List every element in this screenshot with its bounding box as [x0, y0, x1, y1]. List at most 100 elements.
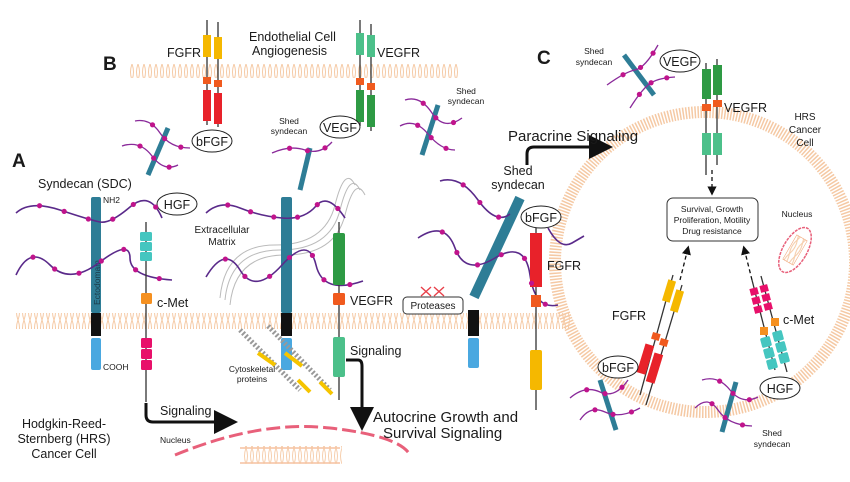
hs-chain-dot: [637, 64, 644, 71]
hs-chain-dot: [619, 384, 625, 390]
shed-syndecan-label-b1: Shed: [279, 116, 299, 126]
endothelial-title-1: Endothelial Cell: [249, 30, 336, 44]
hgf-label-c: HGF: [767, 382, 794, 396]
hs-chain-a5: [439, 179, 511, 219]
hs-chain-dot: [242, 273, 248, 279]
nuclear-envelope-a: [174, 425, 412, 457]
hs-chain-dot: [151, 155, 157, 161]
hs-chain-dot: [415, 122, 421, 128]
hs-chain-dot: [153, 204, 159, 210]
hs-chain-dot: [730, 390, 736, 396]
hs-chain-dot: [322, 145, 328, 151]
shed-syndecan-label-b1b: syndecan: [271, 126, 308, 136]
hs-chain-dot: [717, 378, 723, 384]
hs-chain-a6: [417, 230, 559, 307]
hs-chain-dot: [709, 401, 715, 407]
cmet-label-a: c-Met: [157, 296, 189, 310]
hrs-membrane-a: [15, 313, 570, 329]
hgf-ligand-a: [156, 192, 198, 216]
syndecan-sdc-label: Syndecan (SDC): [38, 177, 132, 191]
bfgf-label-a: bFGF: [525, 211, 557, 225]
hs-chain-dot: [222, 256, 228, 262]
paracrine-label: Paracrine Signaling: [508, 128, 638, 145]
shed-syndecan-label-b2b: syndecan: [448, 96, 485, 106]
hs-chain-dot: [110, 216, 116, 222]
hs-chain-dot: [162, 136, 168, 142]
fgfr-dimer-c: [636, 274, 685, 406]
hs-chain-dot: [610, 411, 616, 418]
hs-chain-dot: [166, 164, 172, 170]
hs-chain-dot: [584, 387, 590, 393]
ecm-label-2: Matrix: [208, 237, 235, 248]
syndecan-a1: [91, 197, 101, 370]
hs-chain-dot: [61, 208, 67, 214]
hs-chain-dot: [620, 72, 626, 78]
hs-chain-dot: [443, 145, 449, 151]
hs-chain-dot: [664, 75, 670, 81]
hs-chain-dot: [602, 391, 608, 397]
hs-chain-dot: [98, 258, 104, 264]
hs-chain-dot: [347, 281, 353, 288]
shed-syndecan-label-c1: Shed: [584, 46, 604, 56]
dashed-arrow-fgfr: [679, 245, 691, 281]
cooh-label: COOH: [103, 362, 129, 372]
ectodomain-label: Ectodomain: [92, 260, 102, 305]
endothelial-title-2: Angiogenesis: [252, 44, 327, 58]
vegfr-dimer-b: [356, 20, 375, 131]
hs-chain-dot: [477, 199, 483, 206]
hs-chain-dot: [528, 280, 535, 286]
hs-chain-dot: [314, 202, 320, 208]
hs-chain-dot: [178, 144, 184, 150]
proteases-box: [402, 296, 464, 315]
hs-chain-a1: [15, 199, 163, 224]
bfgf-label-c: bFGF: [602, 361, 634, 375]
hs-chain-dot: [460, 182, 466, 188]
hs-chain-dot: [247, 209, 254, 215]
syndecan-stub-a: [468, 310, 479, 368]
shed-syndecan-label-c3: Shed: [762, 428, 782, 438]
hs-chain-dot: [420, 100, 426, 106]
vegfr-dimer-c: [702, 59, 722, 175]
hs-chain-dot: [498, 252, 504, 258]
nh2-label: NH2: [103, 195, 120, 205]
vegfr-receptor-a: [333, 222, 345, 400]
hrs-cell-label-c1: HRS: [794, 112, 815, 123]
hs-chain-dot: [76, 270, 82, 276]
hs-chain-dot: [156, 275, 162, 282]
hs-chain-dot: [271, 214, 277, 220]
shed-syndecan-ectodomain-a: [469, 195, 525, 300]
hs-chain-dot: [121, 246, 127, 253]
autocrine-label-2: Survival Signaling: [383, 425, 502, 442]
hgf-ligand-c: [759, 376, 801, 400]
hs-chain-dot: [648, 80, 654, 86]
shed-syndecan-label-b2: Shed: [456, 86, 476, 96]
panel-label-b: B: [103, 54, 117, 75]
cmet-label-c: c-Met: [783, 313, 815, 327]
bfgf-label-b: bFGF: [196, 135, 228, 149]
shed-syndecan-b3: [399, 98, 463, 156]
ecm-label-1: Extracellular: [194, 225, 250, 236]
hs-chain-dot: [433, 115, 439, 121]
hs-chain-dot: [746, 397, 752, 403]
autocrine-label-1: Autocrine Growth and: [373, 409, 518, 426]
shed-syndecan-label-a2: syndecan: [491, 178, 545, 192]
hrs-cell-label-c3: Cell: [796, 138, 813, 149]
cytoskeletal-label-1: Cytoskeletal: [229, 364, 275, 374]
hs-chain-dot: [650, 50, 656, 56]
endothelial-membrane: [130, 64, 460, 78]
panel-label-a: A: [12, 151, 26, 172]
vegf-ligand-b: [319, 115, 361, 139]
hs-chain-dot: [309, 252, 316, 259]
signaling-arrow-a: [144, 403, 238, 434]
hs-chain-dot: [130, 201, 136, 208]
hs-chain-dot: [335, 205, 341, 212]
cytoskeletal-proteins: [238, 324, 334, 396]
fgfr-label-c: FGFR: [612, 309, 646, 323]
outcome-line-3: Drug resistance: [682, 226, 742, 236]
panel-label-c: C: [537, 48, 551, 69]
hs-chain-dot: [439, 229, 445, 235]
proteases-label: Proteases: [410, 301, 455, 312]
hs-chain-dot: [30, 254, 36, 260]
hs-chain-dot: [454, 249, 460, 256]
hs-chain-dot: [592, 407, 598, 413]
